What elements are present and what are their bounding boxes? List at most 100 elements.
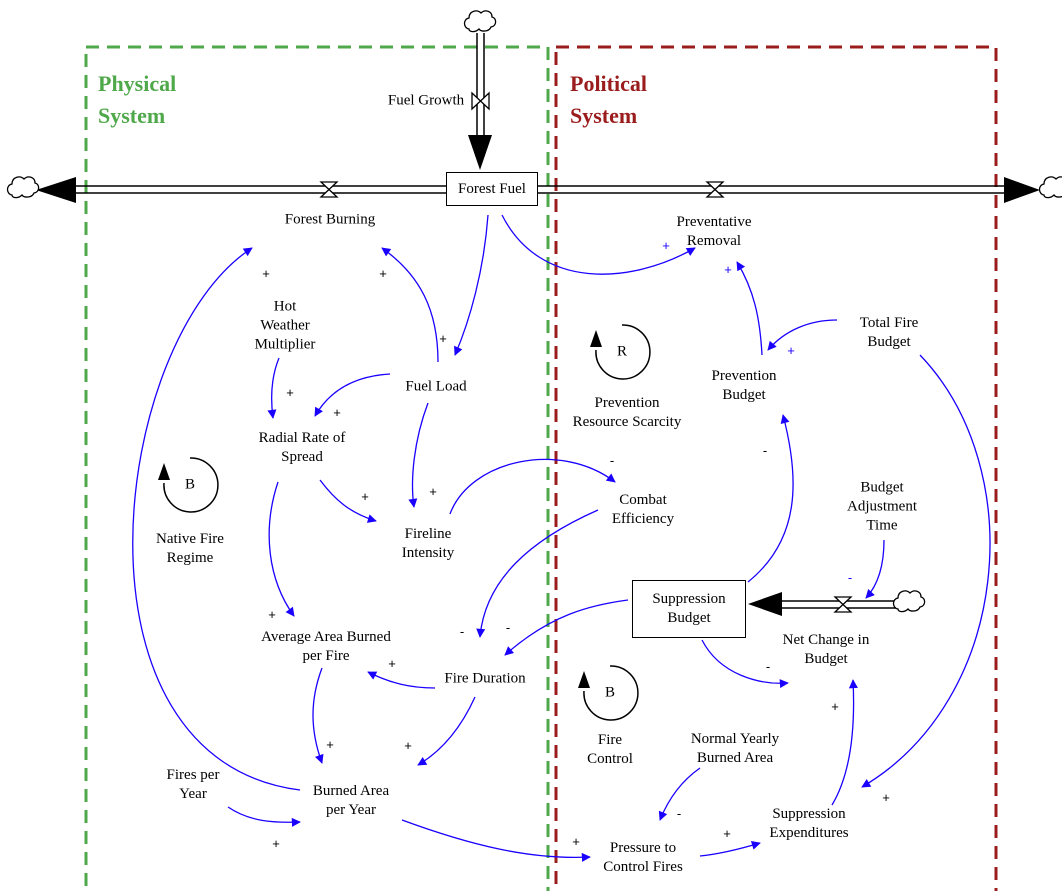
link-forestfuel-fuelload [454, 214, 489, 356]
var-total-fire-budget: Total Fire Budget [859, 315, 919, 350]
link-normal-pressure [658, 767, 701, 821]
polarity-sign: - [847, 570, 853, 585]
political-system-title: Political System [570, 71, 647, 128]
polarity-sign: + [439, 331, 447, 346]
link-fuelload-burning [381, 247, 439, 363]
loop-prevention-scarcity-type: R [616, 343, 628, 360]
var-normal-yearly-burned-area: Normal Yearly Burned Area [690, 731, 780, 766]
valve-icon [319, 181, 339, 198]
loop-native-fire-regime-icon [163, 457, 219, 513]
polarity-sign: - [609, 453, 615, 468]
var-budget-adjustment-time: Budget Adjustment Time [847, 479, 917, 534]
cloud-icon [6, 176, 40, 199]
var-fireline-intensity: Fireline Intensity [401, 526, 455, 561]
loop-prevention-scarcity-icon [595, 324, 651, 380]
flow-fuel-growth: Fuel Growth [387, 92, 465, 109]
polarity-sign: + [272, 836, 280, 851]
net-change-arrowhead [748, 592, 782, 616]
loop-arrowhead [590, 330, 602, 347]
polarity-sign: + [882, 790, 890, 805]
polarity-sign: + [787, 343, 795, 358]
link-supp-duration [504, 599, 629, 656]
var-fuel-load: Fuel Load [405, 378, 467, 395]
link-supp-netchange [701, 639, 789, 689]
polarity-sign: - [762, 443, 768, 458]
link-fires-burned [227, 806, 301, 827]
polarity-sign: + [268, 607, 276, 622]
polarity-sign: - [765, 659, 771, 674]
polarity-sign: + [326, 737, 334, 752]
link-total-expend [861, 354, 991, 788]
fuel-growth-arrowhead [468, 135, 492, 170]
loop-fire-control-type: B [604, 684, 616, 701]
var-combat-efficiency: Combat Efficiency [611, 492, 675, 527]
loop-fire-control-icon [583, 665, 639, 721]
var-hot-weather-multiplier: Hot Weather Multiplier [254, 298, 316, 353]
polarity-sign: + [361, 489, 369, 504]
polarity-sign: - [505, 620, 511, 635]
polarity-sign: - [459, 624, 465, 639]
var-prevention-budget: Prevention Budget [711, 368, 777, 403]
var-pressure-to-control-fires: Pressure to Control Fires [603, 840, 683, 875]
physical-system-title: Physical System [98, 71, 177, 128]
var-burned-area-per-year: Burned Area per Year [312, 783, 390, 818]
link-rros-avgarea [268, 481, 295, 617]
loop-prevention-scarcity-label: Prevention Resource Scarcity [572, 395, 682, 430]
cloud-icon [463, 10, 497, 33]
link-expend-netchange [831, 679, 858, 806]
stock-forest-fuel: Forest Fuel [446, 172, 538, 206]
polarity-sign: + [572, 834, 580, 849]
polarity-sign: + [404, 738, 412, 753]
cloud-icon [892, 590, 926, 613]
loop-native-fire-regime-type: B [184, 476, 196, 493]
link-forestfuel-preventative [501, 214, 696, 275]
polarity-sign: + [429, 484, 437, 499]
link-intensity-combat [449, 458, 616, 515]
link-rros-intensity [319, 479, 377, 523]
forest-burning-outflow-arrowhead [36, 177, 76, 203]
var-average-area-burned-per-fire: Average Area Burned per Fire [261, 629, 391, 664]
var-fire-duration: Fire Duration [444, 670, 526, 687]
link-supp-prevention [747, 414, 794, 583]
flow-preventative-removal: Preventative Removal [676, 214, 752, 249]
stock-suppression-budget: Suppression Budget [632, 580, 746, 638]
var-fires-per-year: Fires per Year [166, 767, 220, 802]
var-radial-rate-of-spread: Radial Rate of Spread [258, 430, 346, 465]
polarity-sign: + [262, 266, 270, 281]
link-duration-burned [417, 696, 476, 766]
link-burned-burning [132, 247, 301, 791]
polarity-sign: + [723, 826, 731, 841]
link-combat-duration [476, 509, 599, 638]
polarity-sign: + [388, 656, 396, 671]
link-prevention-preventative [736, 261, 763, 356]
polarity-sign: + [831, 699, 839, 714]
polarity-sign: + [379, 266, 387, 281]
valve-icon [705, 181, 725, 198]
polarity-sign: + [333, 405, 341, 420]
loop-fire-control-label: Fire Control [587, 732, 633, 767]
flow-net-change-in-budget: Net Change in Budget [782, 632, 870, 667]
valve-icon [833, 596, 853, 613]
polarity-sign: + [286, 385, 294, 400]
link-fuelload-rros [314, 373, 391, 417]
loop-arrowhead [578, 671, 590, 688]
cloud-icon [1038, 176, 1062, 199]
link-hot-rros [267, 357, 280, 419]
preventative-removal-outflow-arrowhead [1004, 177, 1040, 203]
link-avgarea-burned [312, 667, 324, 764]
flow-forest-burning: Forest Burning [284, 211, 376, 228]
var-suppression-expenditures: Suppression Expenditures [769, 806, 849, 841]
loop-native-fire-regime-label: Native Fire Regime [156, 531, 224, 566]
polarity-sign: + [724, 262, 732, 277]
polarity-sign: - [676, 806, 682, 821]
link-total-prevention [767, 319, 838, 351]
link-duration-avgarea [367, 671, 436, 689]
fuel-growth-pipe [476, 33, 485, 140]
valve-icon [471, 91, 490, 111]
link-pressure-expend [699, 841, 761, 857]
political-system-boundary [554, 45, 998, 891]
physical-system-boundary [84, 45, 550, 891]
net-change-pipe [772, 600, 900, 609]
